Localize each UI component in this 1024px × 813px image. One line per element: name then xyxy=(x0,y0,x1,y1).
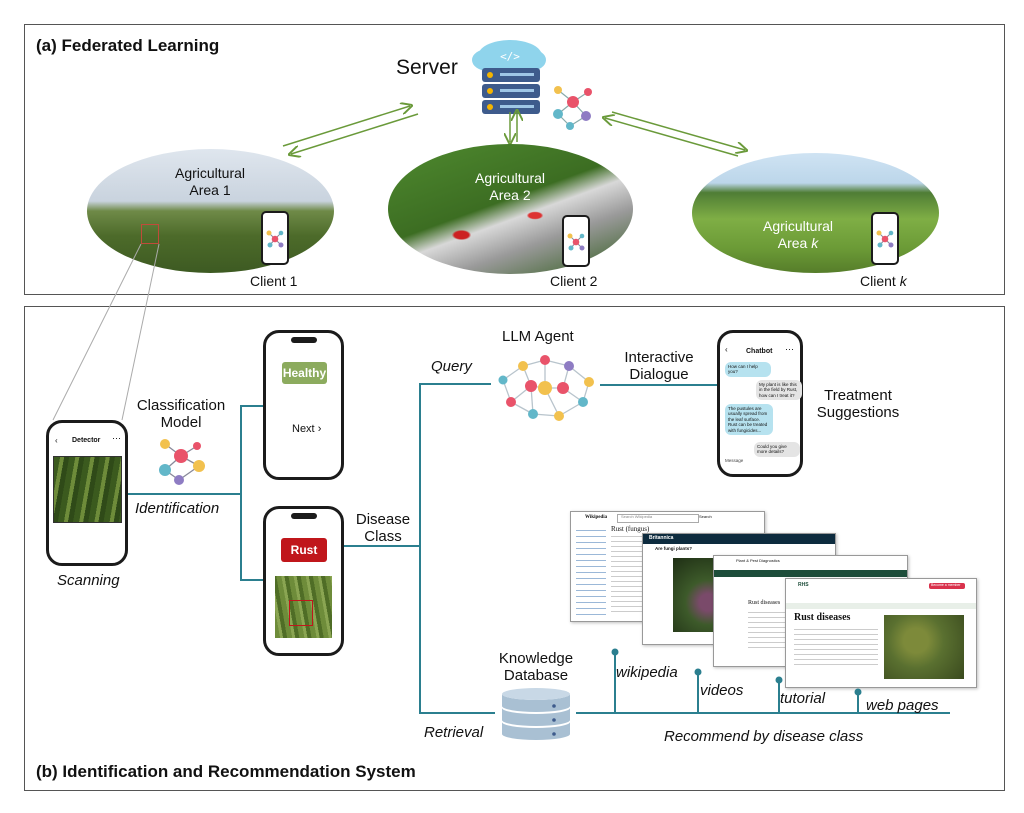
rust-region-box xyxy=(289,600,313,626)
connector-to-llm xyxy=(419,383,491,385)
tutorial-brand: Plant & Pest Diagnostics xyxy=(736,558,780,563)
rust-button[interactable]: Rust xyxy=(281,538,327,562)
client-1-model-icon xyxy=(266,230,284,248)
chat-bubble-bot-1: How can I help you? xyxy=(725,362,771,377)
llm-agent-label: LLM Agent xyxy=(502,328,574,345)
tutorial-body-text xyxy=(748,612,788,652)
wiki-title: Rust (fungus) xyxy=(611,525,650,533)
agricultural-area-2-image xyxy=(388,144,633,274)
client-1-label: Client 1 xyxy=(250,273,298,289)
chatbot-more-icon: ⋯ xyxy=(785,344,794,354)
wiki-search-button: Search xyxy=(699,514,712,519)
area-1-label-line1: Agricultural xyxy=(174,165,246,181)
source-videos: videos xyxy=(700,682,744,699)
recommend-line xyxy=(576,712,950,714)
connector-rust-to-disease xyxy=(344,545,420,547)
detector-more-icon: ⋯ xyxy=(112,433,121,443)
rhs-web-page-screenshot: RHS Become a member Rust diseases xyxy=(785,578,977,688)
classification-label-line2: Model xyxy=(160,414,202,431)
chat-bubble-user-1: My plant is like this in the field by Ru… xyxy=(756,380,802,401)
area-1-label-line2: Area 1 xyxy=(189,182,231,198)
tutorial-heading: Rust diseases xyxy=(748,600,781,606)
source-tutorial: tutorial xyxy=(780,690,826,707)
client-1-phone xyxy=(261,211,289,265)
server-label: Server xyxy=(396,56,458,79)
area-2-label-line2: Area 2 xyxy=(489,187,531,203)
model-network-icon xyxy=(553,86,592,130)
connector-classifier-vertical xyxy=(240,405,242,580)
tutorial-stem xyxy=(778,680,780,712)
connector-llm-to-chatbot xyxy=(600,384,718,386)
web-brand: RHS xyxy=(798,582,809,588)
web-photo xyxy=(884,615,964,679)
britannica-question: Are fungi plants? xyxy=(655,546,692,551)
federated-arrows xyxy=(282,0,1024,300)
client-2-model-icon xyxy=(567,233,585,251)
wiki-sidebar xyxy=(576,530,606,615)
area-k-label-line2: Area k xyxy=(777,235,819,251)
connector-main-vertical xyxy=(419,383,421,713)
panel-a-title: (a) Federated Learning xyxy=(36,36,220,55)
database-icon xyxy=(502,688,570,740)
wiki-brand: Wikipedia xyxy=(585,515,608,520)
classification-model-icon xyxy=(159,439,205,485)
chevron-right-icon: › xyxy=(317,423,322,435)
healthy-button[interactable]: Healthy xyxy=(282,362,327,384)
treatment-label-line1: Treatment xyxy=(824,387,892,404)
panel-b-title: (b) Identification and Recommendation Sy… xyxy=(36,762,416,781)
knowledge-label-line1: Knowledge xyxy=(498,650,574,667)
client-2-label: Client 2 xyxy=(550,273,598,289)
web-body-text xyxy=(794,629,878,669)
chatbot-back-icon: ‹ xyxy=(725,345,728,354)
source-web-pages: web pages xyxy=(866,697,939,714)
connector-to-rust xyxy=(240,579,264,581)
source-wikipedia: wikipedia xyxy=(616,664,678,681)
britannica-brand: Britannica xyxy=(649,535,674,541)
knowledge-label-line2: Database xyxy=(503,667,569,684)
next-button[interactable]: Next › xyxy=(292,423,322,435)
connector-to-database xyxy=(419,712,495,714)
wiki-search-placeholder: Search Wikipedia xyxy=(621,514,653,519)
videos-stem xyxy=(697,672,699,712)
scanned-leaf-image xyxy=(53,456,122,523)
wiki-search-box xyxy=(617,514,699,523)
treatment-label-line2: Suggestions xyxy=(816,404,900,421)
chat-bubble-user-2: Could you give more details? xyxy=(754,442,800,457)
client-k-model-icon xyxy=(876,230,894,248)
query-label: Query xyxy=(431,358,472,375)
connector-detector-to-classifier xyxy=(128,493,241,495)
disease-label-line2: Class xyxy=(364,528,402,545)
chat-bubble-bot-2: The pustules are usually spread from the… xyxy=(725,404,773,435)
area-k-label-line1: Agricultural xyxy=(762,218,834,234)
retrieval-label: Retrieval xyxy=(424,724,484,741)
connector-to-healthy xyxy=(240,405,264,407)
dialogue-label-line1: Interactive xyxy=(624,349,694,366)
agricultural-area-1-image xyxy=(87,149,334,273)
area-2-label-line1: Agricultural xyxy=(474,170,546,186)
webpages-stem xyxy=(857,692,859,712)
llm-agent-network-icon xyxy=(498,355,594,421)
detector-title: Detector xyxy=(72,437,101,444)
disease-label-line1: Disease xyxy=(355,511,411,528)
healthy-result-phone xyxy=(263,330,344,480)
message-input[interactable]: Message xyxy=(725,458,744,463)
dialogue-label-line2: Dialogue xyxy=(629,366,689,383)
rust-leaf-image xyxy=(275,576,332,638)
client-k-label: Client k xyxy=(860,273,907,289)
identification-label: Identification xyxy=(135,500,220,517)
scanning-label: Scanning xyxy=(57,572,120,589)
recommend-label: Recommend by disease class xyxy=(664,728,864,745)
server-cloud-icon: </> xyxy=(472,40,546,114)
classification-label-line1: Classification xyxy=(136,397,226,414)
web-heading: Rust diseases xyxy=(794,612,851,623)
web-member-button: Become a member xyxy=(931,583,961,587)
wikipedia-stem xyxy=(614,652,616,712)
chatbot-title: Chatbot xyxy=(746,348,773,355)
svg-text:</>: </> xyxy=(500,50,520,63)
detector-back-icon: ‹ xyxy=(55,436,58,445)
scan-region-box xyxy=(141,224,159,244)
